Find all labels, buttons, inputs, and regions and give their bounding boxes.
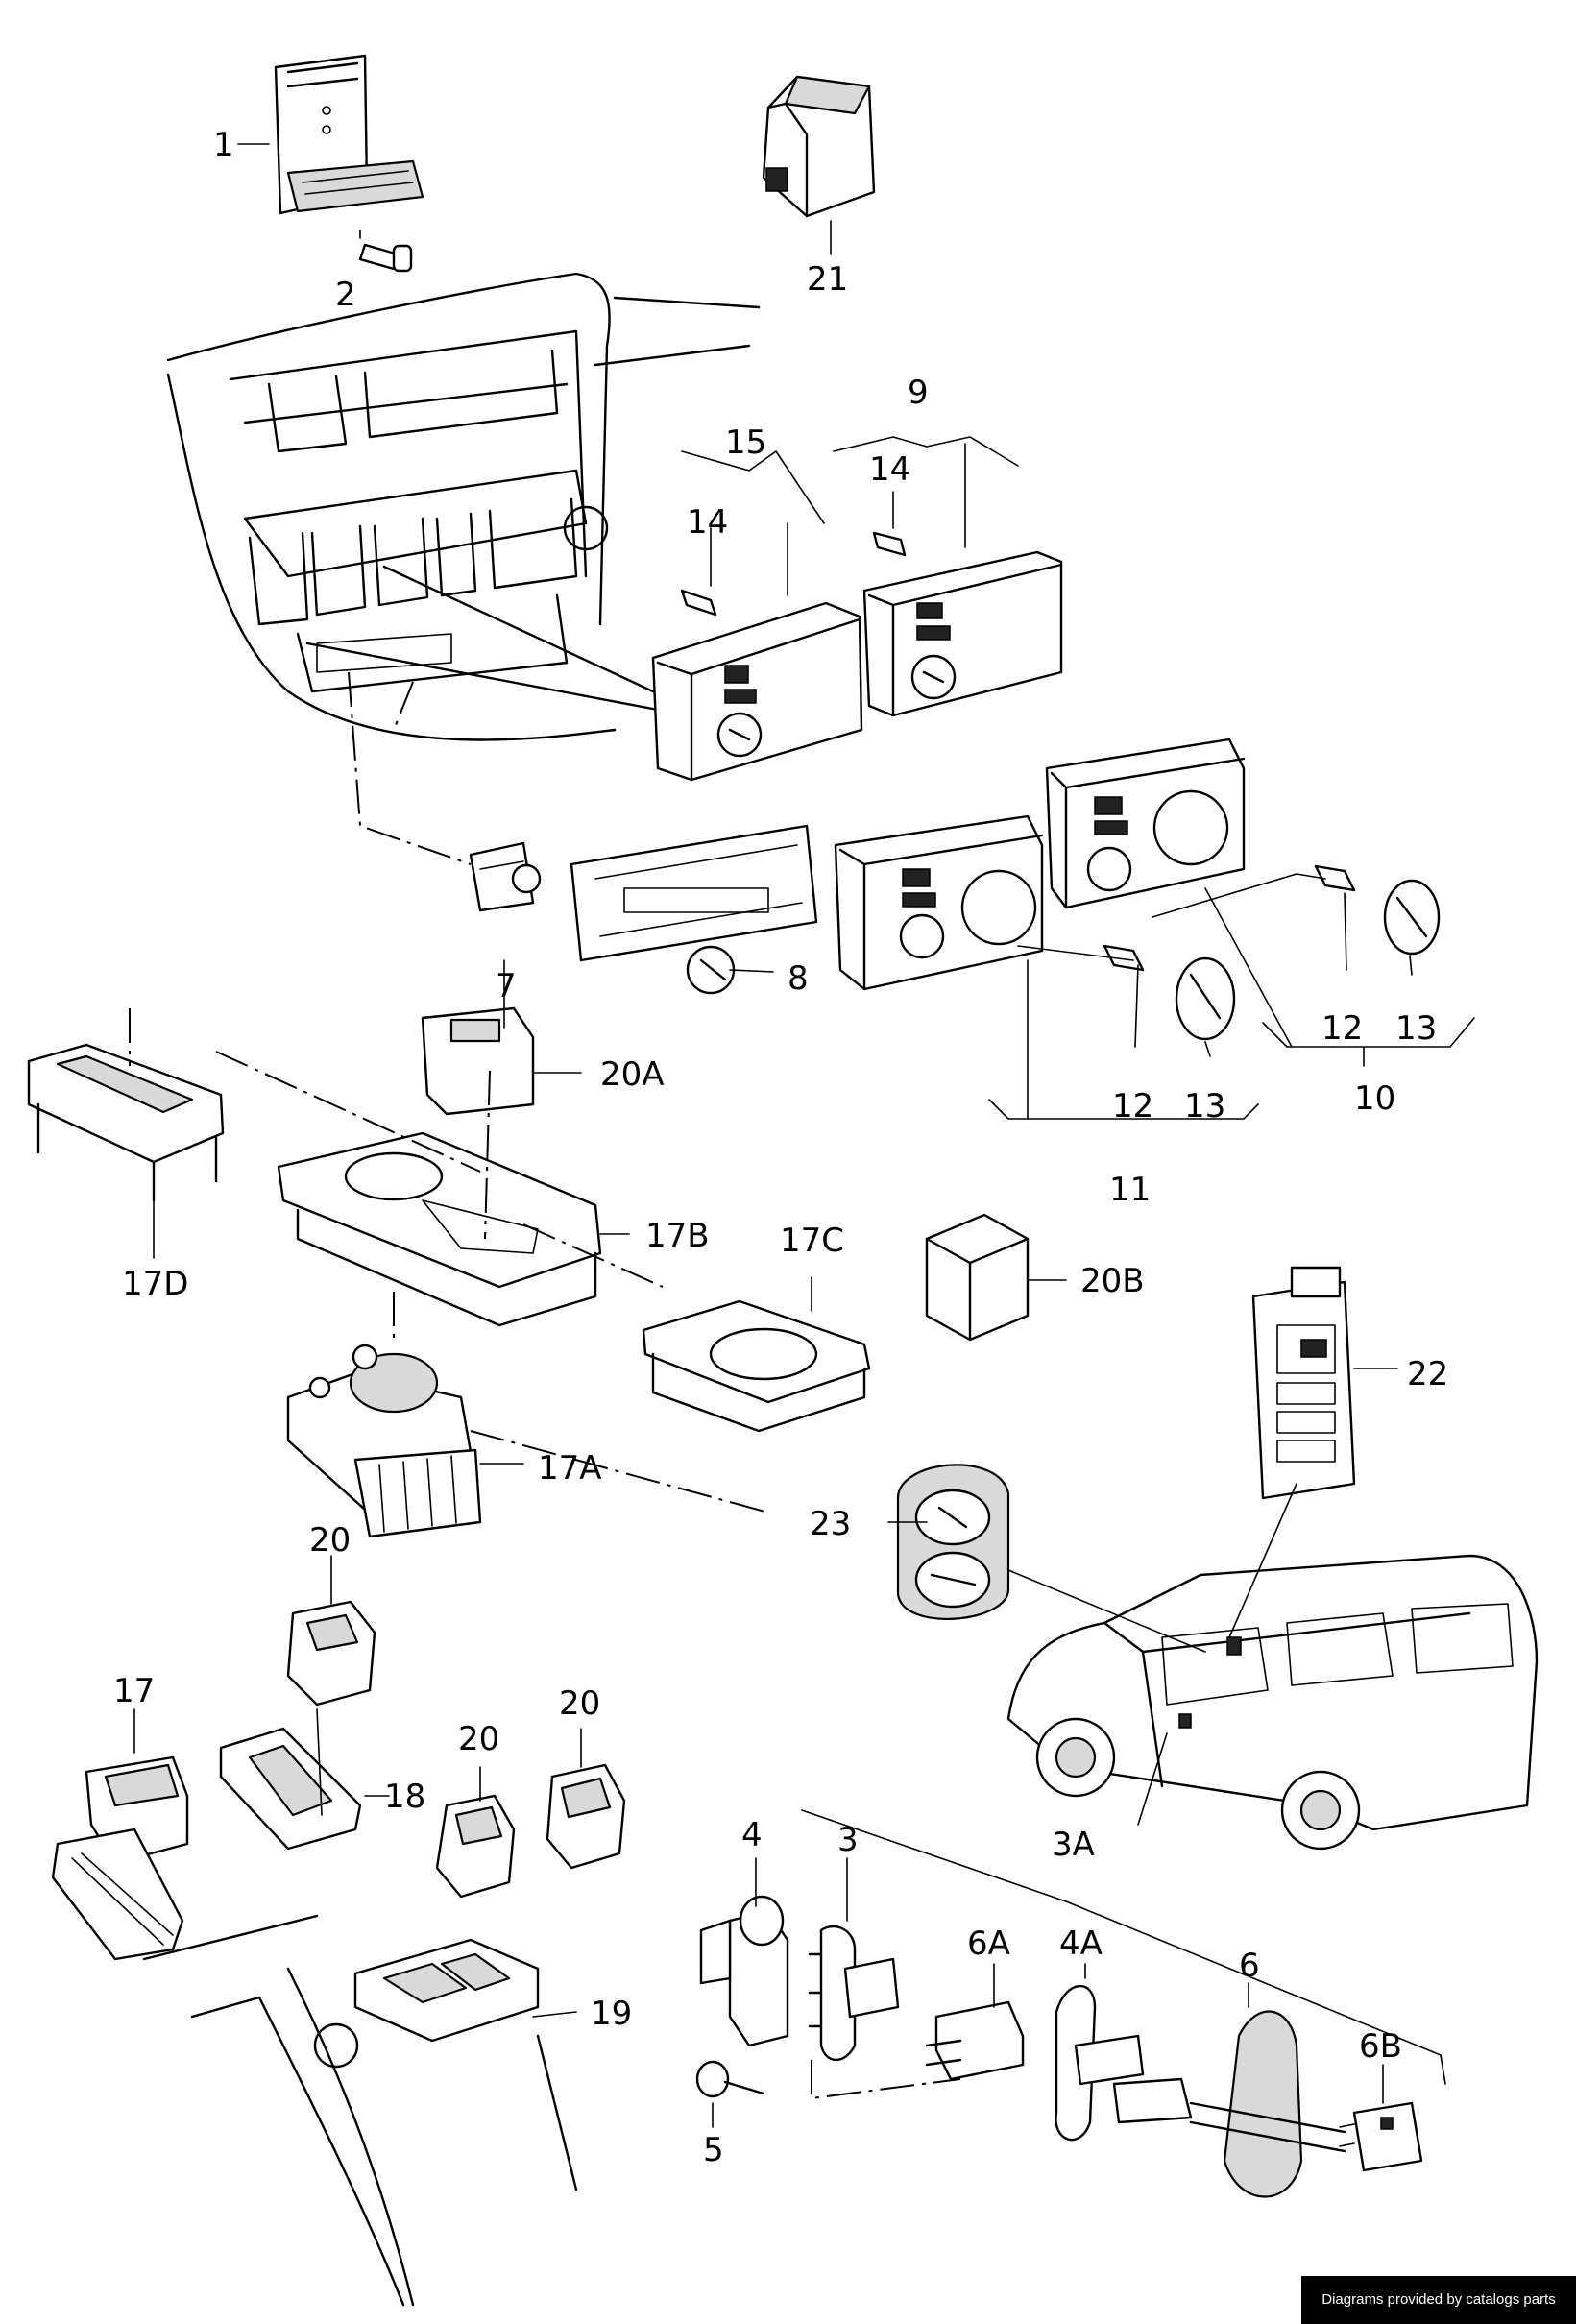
label-19: 19 — [591, 1995, 632, 2033]
label-9: 9 — [908, 374, 929, 412]
label-6A: 6A — [967, 1925, 1010, 1963]
knob-13a — [1175, 956, 1236, 1041]
van — [1006, 1554, 1539, 1851]
label-4A: 4A — [1059, 1925, 1103, 1963]
connector-6B — [1339, 2101, 1423, 2172]
label-8: 8 — [788, 959, 809, 998]
label-15: 15 — [725, 424, 766, 462]
part-21-switch — [762, 75, 876, 218]
label-20a: 20 — [309, 1521, 351, 1560]
label-17A: 17A — [538, 1449, 602, 1488]
part-4 — [699, 1895, 789, 2047]
label-22: 22 — [1407, 1355, 1448, 1393]
label-3: 3 — [837, 1821, 859, 1859]
label-20B: 20B — [1080, 1262, 1145, 1300]
bulb-14b — [872, 531, 907, 557]
part-7 — [469, 841, 542, 912]
bezel-18 — [219, 1727, 362, 1851]
label-12b: 12 — [1321, 1009, 1363, 1048]
knob-13b — [1383, 879, 1441, 956]
motor-17A — [286, 1344, 482, 1538]
label-13b: 13 — [1395, 1009, 1437, 1048]
label-7: 7 — [496, 967, 517, 1005]
part-1-bracket — [274, 54, 424, 215]
label-10: 10 — [1354, 1079, 1395, 1118]
credit-banner: Diagrams provided by catalogs parts — [1301, 2276, 1576, 2324]
label-4: 4 — [741, 1816, 763, 1854]
clip-12b — [1314, 864, 1356, 892]
bezel-19 — [353, 1938, 540, 2043]
relay-20B — [925, 1213, 1030, 1342]
label-14b: 14 — [869, 450, 910, 489]
seal-6 — [1189, 2010, 1346, 2198]
label-17B: 17B — [645, 1217, 710, 1255]
switch-17 — [51, 1755, 189, 1961]
panel-11 — [834, 814, 1044, 991]
switch-20-left — [435, 1794, 516, 1899]
connector-6A — [925, 2000, 1025, 2081]
bezel-17B — [277, 1131, 602, 1327]
bezel-17C — [642, 1299, 871, 1433]
label-12a: 12 — [1112, 1087, 1153, 1126]
labels: 1 2 21 9 15 14 14 7 8 20A 17D 17B 17C 12… — [113, 126, 1448, 2169]
bulb-14a — [680, 589, 717, 617]
grommet-4A — [1055, 1984, 1193, 2142]
label-17: 17 — [113, 1672, 155, 1710]
dashboard — [166, 272, 761, 741]
label-20b: 20 — [458, 1720, 499, 1758]
part-2-screw — [358, 243, 413, 273]
leader-lines — [129, 143, 1475, 2128]
switch-20-right — [546, 1763, 626, 1870]
part-3 — [808, 1925, 900, 2062]
label-1: 1 — [213, 126, 234, 164]
console — [142, 1914, 578, 2307]
label-11: 11 — [1109, 1171, 1151, 1209]
unit-22 — [1251, 1266, 1356, 1500]
label-14a: 14 — [687, 503, 728, 542]
label-6: 6 — [1239, 1947, 1260, 1985]
label-20c: 20 — [559, 1684, 600, 1723]
switch-20-upper — [286, 1600, 376, 1707]
label-20A: 20A — [600, 1055, 665, 1094]
screw-5 — [695, 2060, 765, 2098]
control-head-8 — [570, 824, 818, 995]
label-23: 23 — [810, 1505, 851, 1543]
label-3A: 3A — [1052, 1826, 1095, 1864]
label-17D: 17D — [122, 1265, 188, 1303]
label-6B: 6B — [1359, 2027, 1402, 2066]
clip-12a — [1103, 944, 1145, 972]
panel-10 — [1045, 738, 1246, 909]
switch-23 — [896, 1464, 1010, 1620]
label-2: 2 — [335, 276, 356, 314]
label-17C: 17C — [780, 1222, 844, 1260]
switch-20A — [421, 1006, 535, 1116]
label-5: 5 — [703, 2131, 724, 2169]
label-18: 18 — [384, 1778, 425, 1816]
panel-9 — [862, 550, 1063, 717]
label-21: 21 — [807, 260, 848, 299]
label-13a: 13 — [1184, 1087, 1225, 1126]
cover-17D — [27, 1043, 225, 1202]
panel-15 — [651, 601, 863, 782]
